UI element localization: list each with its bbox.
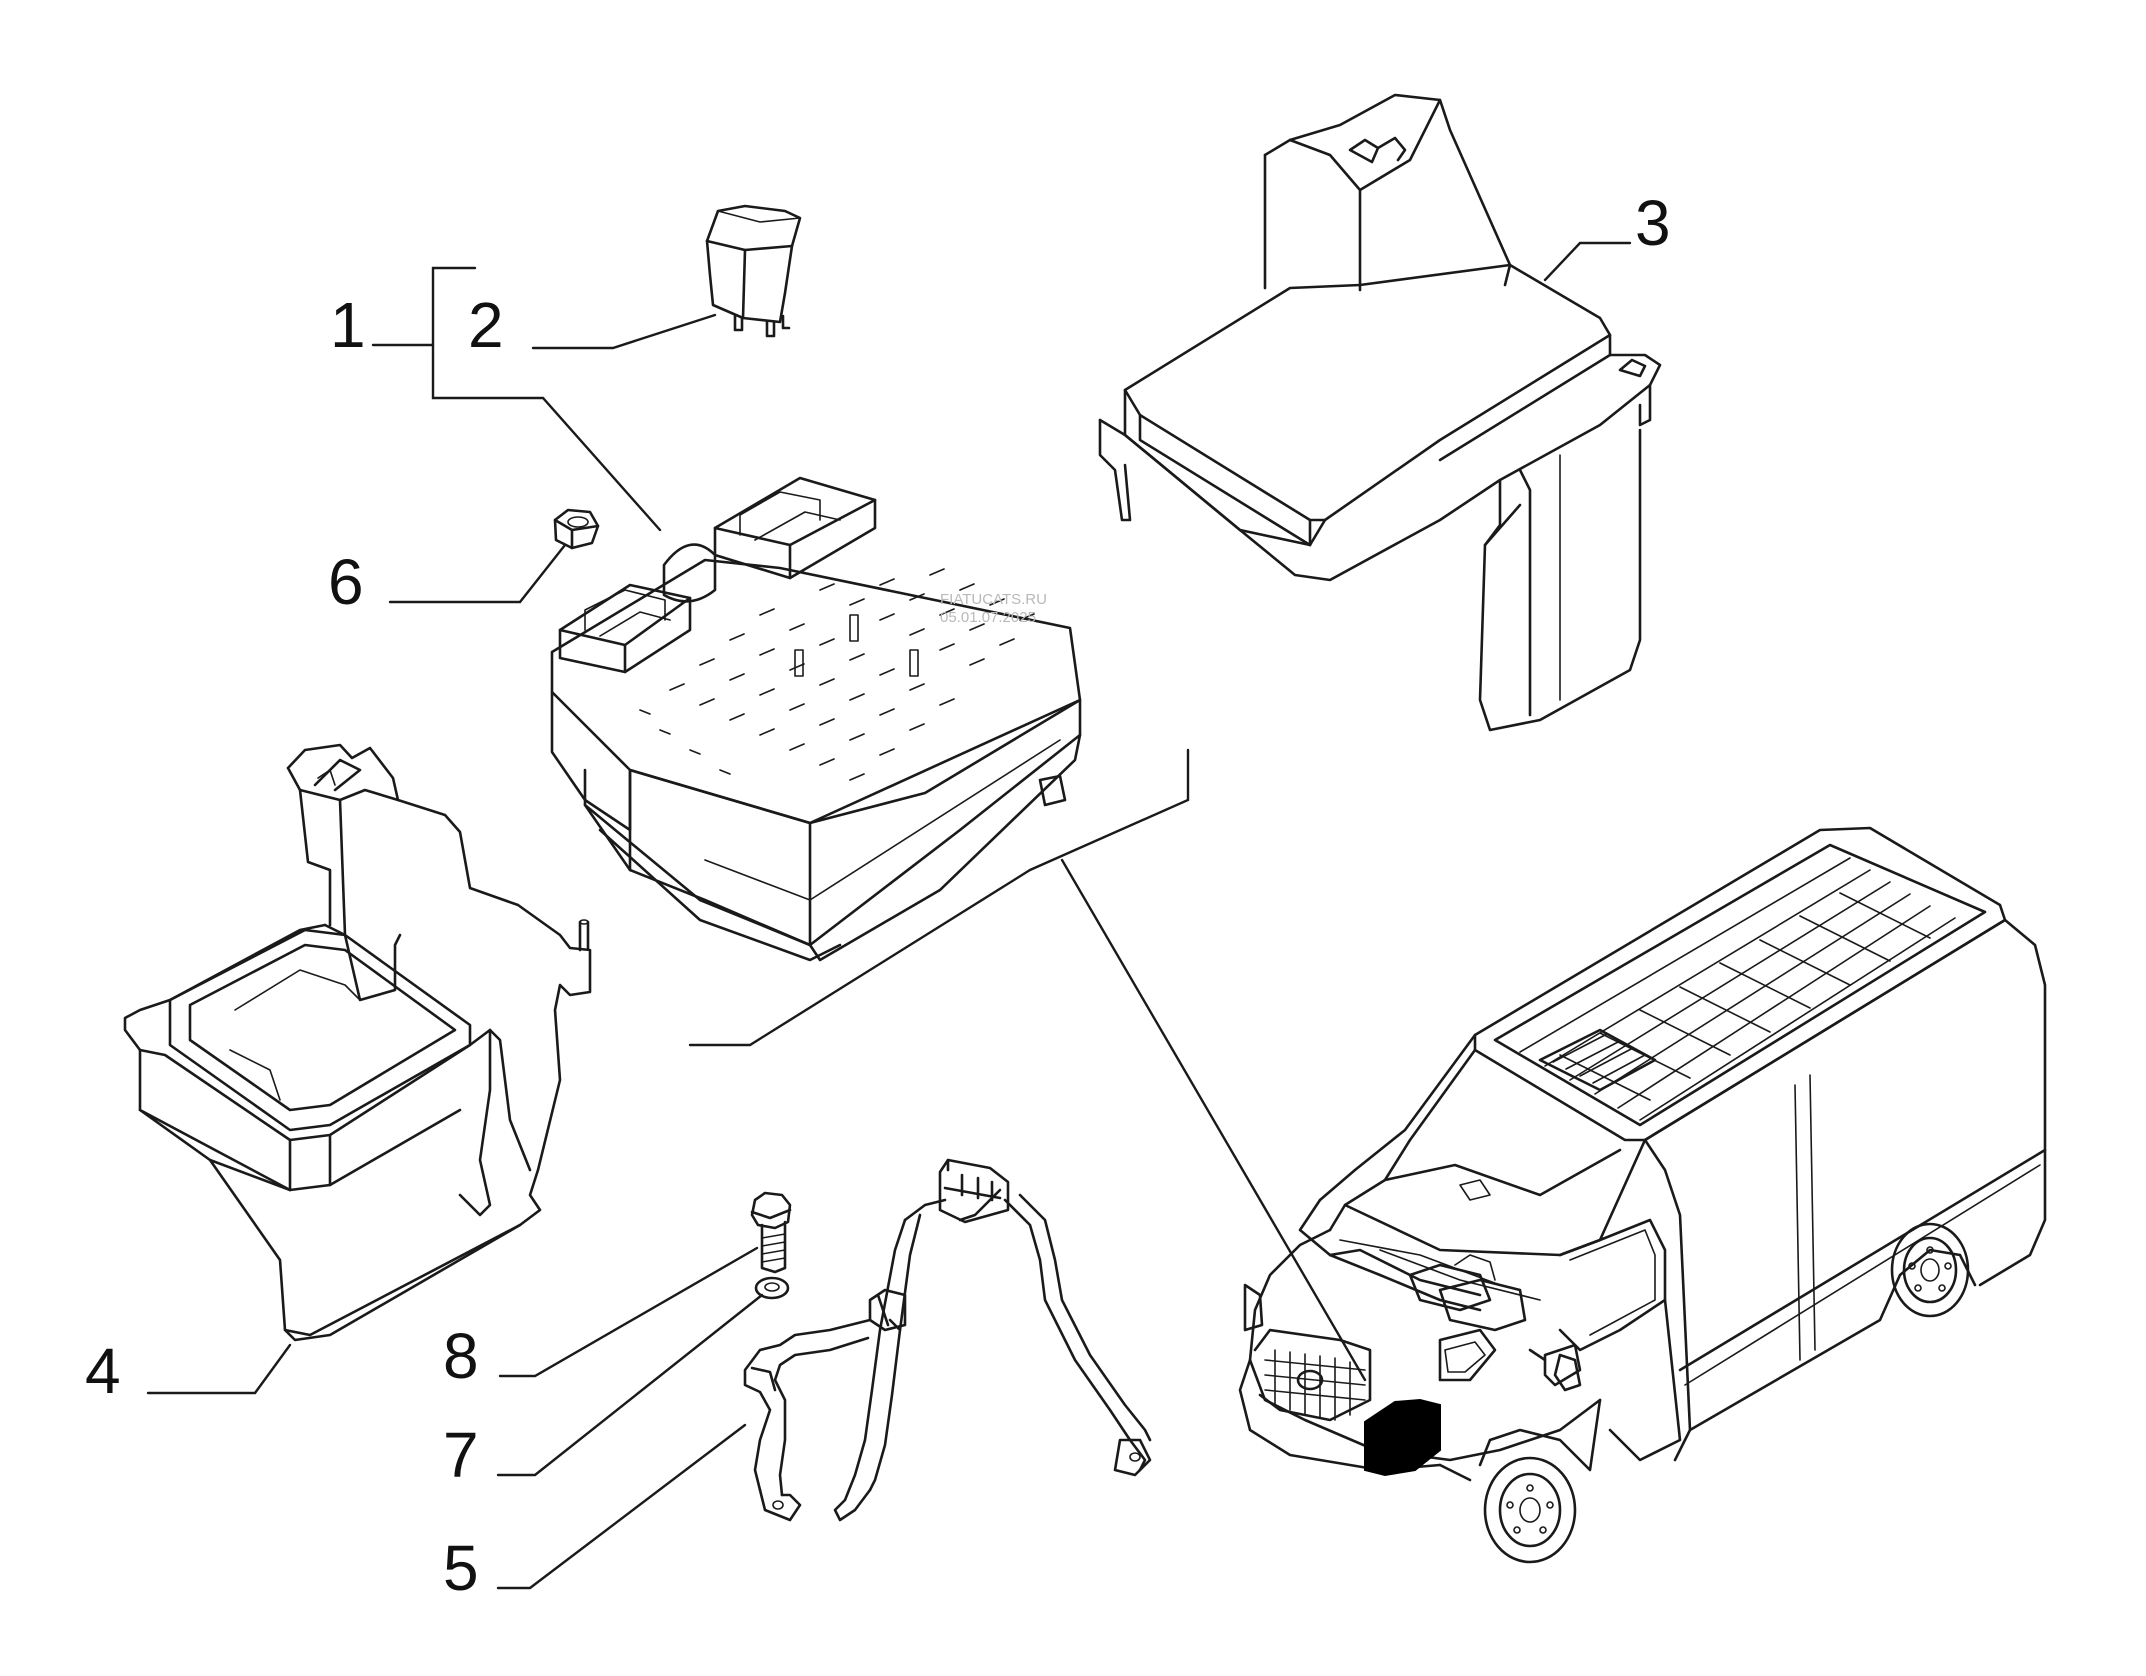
callout-7: 7	[443, 1419, 479, 1491]
part-6-nut[interactable]	[553, 508, 600, 550]
callout-labels: 1 2 3 4 5 6 7 8	[85, 187, 1671, 1604]
watermark-line-2: 05.01.07.2025	[940, 609, 1036, 626]
van-location-view	[1238, 826, 2047, 1564]
callout-5: 5	[443, 1532, 479, 1604]
watermark-line-1: FIATUCATS.RU	[940, 591, 1047, 608]
part-4-lower-housing[interactable]	[123, 743, 592, 1342]
part-1-fuse-box[interactable]	[550, 476, 1082, 962]
part-8-bolt[interactable]	[750, 1191, 792, 1274]
part-2-relay[interactable]	[705, 204, 802, 338]
callout-3: 3	[1635, 187, 1671, 259]
callout-8: 8	[443, 1320, 479, 1392]
part-7-washer[interactable]	[754, 1276, 790, 1300]
callout-6: 6	[328, 546, 364, 618]
callout-1: 1	[330, 289, 366, 361]
fuse-box-location-highlight	[1364, 1398, 1441, 1477]
part-5-bracket[interactable]	[743, 1158, 1152, 1522]
watermark: FIATUCATS.RU 05.01.07.2025	[940, 591, 1047, 626]
callout-2: 2	[468, 289, 504, 361]
leader-lines	[146, 241, 1632, 1590]
part-3-cover[interactable]	[1098, 93, 1662, 732]
callout-4: 4	[85, 1335, 121, 1407]
